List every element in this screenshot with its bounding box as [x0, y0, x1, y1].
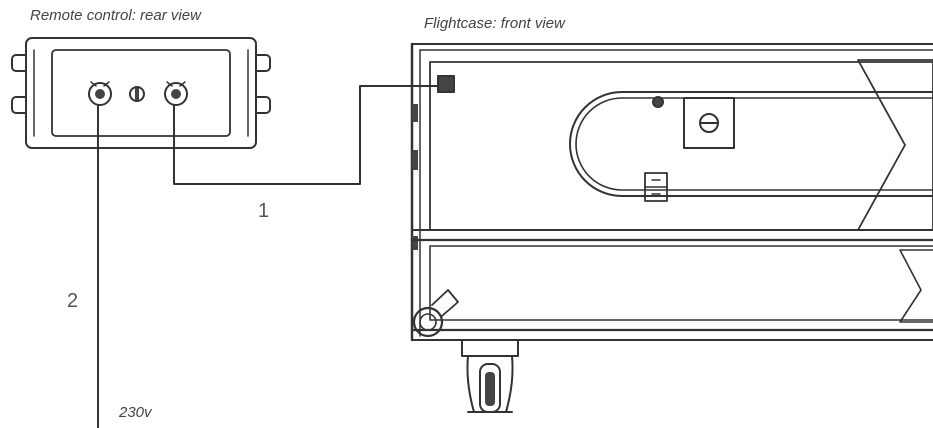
remote-power-connector [88, 81, 112, 106]
cable-1-label: 1 [258, 200, 270, 222]
remote-control-title: Remote control: rear view [30, 7, 201, 24]
flightcase-lower-panel [429, 245, 933, 321]
cable-2-label: 2 [67, 290, 79, 312]
flightcase-unit [410, 42, 933, 413]
flightcase-lock-plate [683, 97, 735, 149]
remote-rear-panel [51, 49, 231, 137]
flightcase-remote-socket [437, 75, 455, 93]
remote-indicator-led [129, 86, 145, 102]
remote-handle-left-bottom [11, 96, 27, 114]
flightcase-corner-handle [412, 289, 459, 338]
cable-1-path [173, 85, 447, 185]
remote-handle-right-bottom [255, 96, 271, 114]
remote-control-connector [164, 81, 188, 106]
remote-handle-left-top [11, 54, 27, 72]
voltage-label: 230v [119, 404, 152, 421]
flightcase-track-outer [569, 91, 933, 197]
remote-control-unit [11, 37, 271, 149]
flightcase-caster-wheel [461, 339, 519, 413]
flightcase-upper-panel [429, 61, 933, 231]
remote-handle-right-top [255, 54, 271, 72]
flightcase-track-inner [575, 97, 933, 191]
flightcase-right-cover [857, 59, 933, 231]
remote-body [25, 37, 257, 149]
flightcase-title: Flightcase: front view [424, 15, 565, 32]
flightcase-knob [652, 96, 664, 108]
